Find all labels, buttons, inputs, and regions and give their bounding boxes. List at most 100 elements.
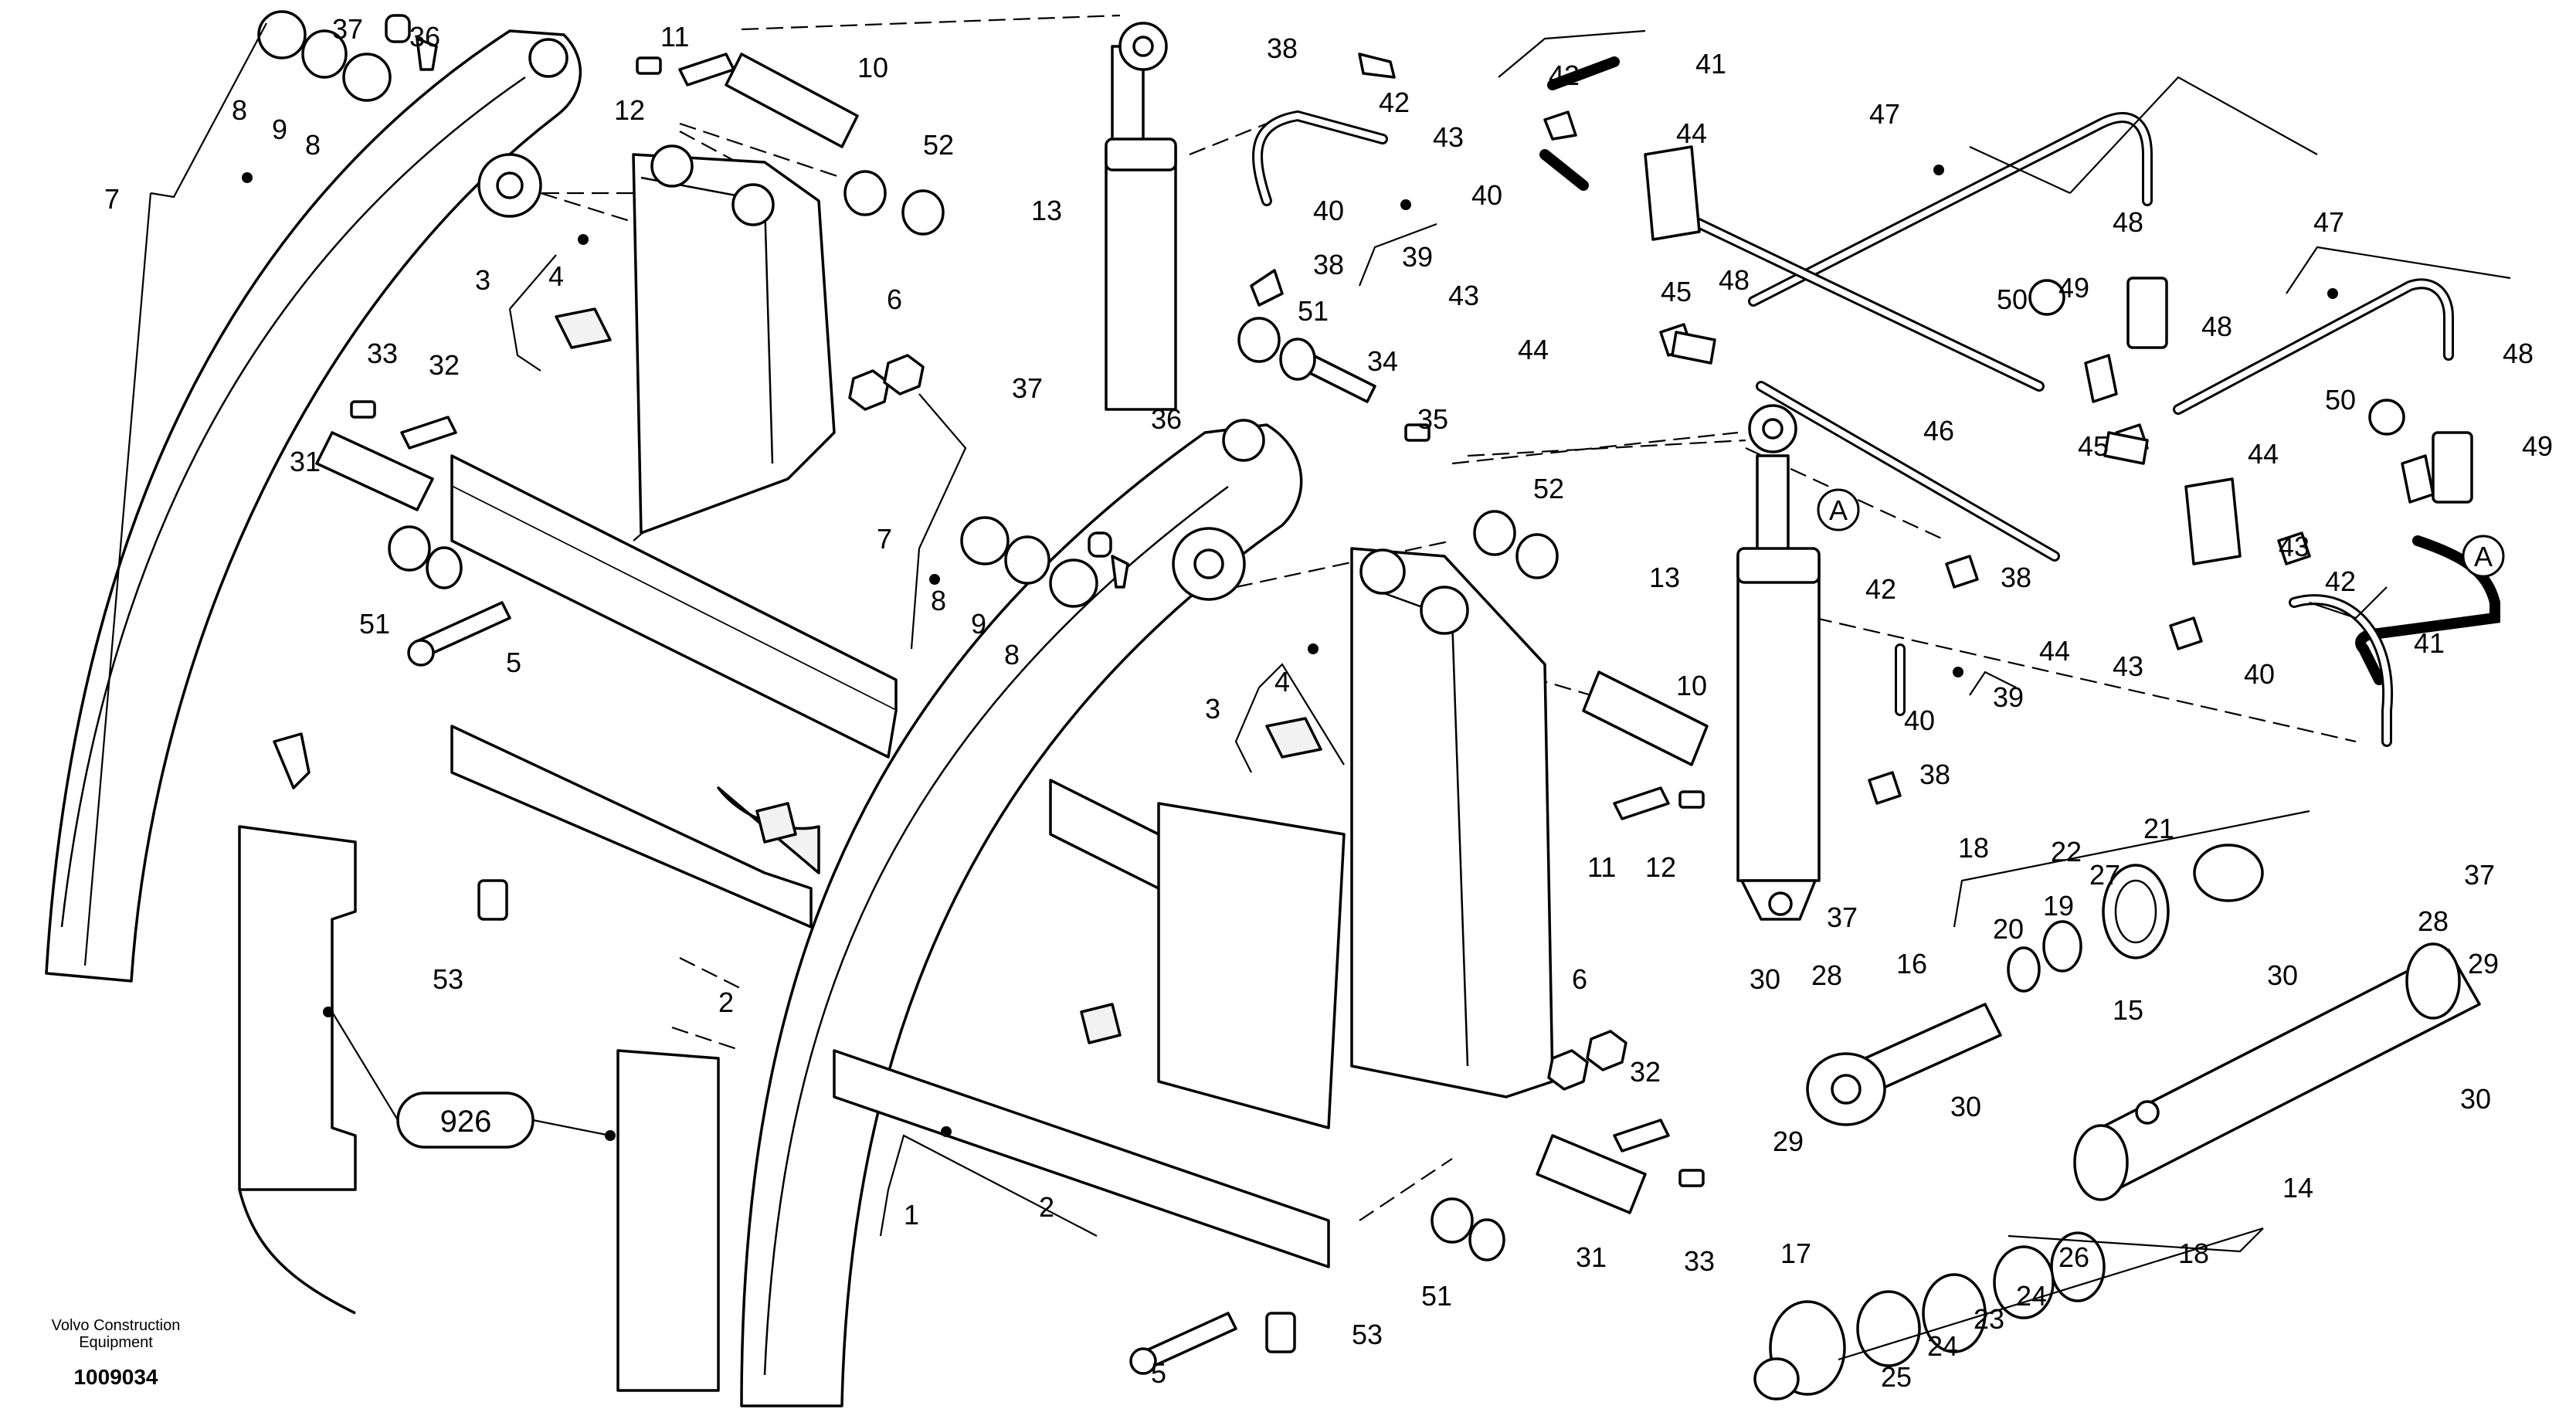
- callout-44: 44: [1676, 117, 1707, 149]
- callout-20: 20: [1993, 913, 2024, 945]
- callout-51: 51: [359, 608, 390, 640]
- callout-14: 14: [2282, 1172, 2313, 1204]
- callout-52: 52: [923, 129, 954, 161]
- callout-29: 29: [1773, 1126, 1804, 1157]
- callout-13: 13: [1649, 562, 1680, 593]
- callout-8: 8: [305, 129, 321, 161]
- callout-43: 43: [2279, 531, 2310, 562]
- callout-39: 39: [1993, 681, 2024, 713]
- callout-2: 2: [1039, 1191, 1054, 1223]
- callout-42: 42: [2325, 565, 2356, 597]
- callout-44: 44: [2039, 635, 2070, 667]
- callout-45: 45: [1661, 276, 1692, 307]
- callout-15: 15: [2113, 994, 2143, 1026]
- callout-4: 4: [1274, 666, 1290, 698]
- callout-3: 3: [475, 264, 490, 296]
- callout-49: 49: [2522, 430, 2553, 462]
- callout-17: 17: [1780, 1238, 1811, 1269]
- callout-30: 30: [1750, 963, 1780, 995]
- footer: Volvo Construction Equipment 1009034: [52, 1317, 181, 1389]
- left-upper-bracket: [632, 144, 836, 535]
- callout-38: 38: [1919, 759, 1950, 790]
- reference-box-926[interactable]: 926: [331, 1011, 611, 1149]
- connector-mark-a-left-label: A: [1829, 494, 1848, 526]
- callout-41: 41: [2414, 627, 2445, 659]
- callout-40: 40: [1904, 704, 1935, 736]
- callout-38: 38: [1313, 249, 1344, 280]
- right-lift-cylinder: [1736, 404, 1821, 921]
- connector-mark-a-right-label: A: [2474, 541, 2493, 572]
- callout-24: 24: [2016, 1280, 2047, 1312]
- callout-9: 9: [272, 114, 287, 145]
- callout-40: 40: [1313, 195, 1344, 226]
- callout-48: 48: [2503, 338, 2534, 369]
- callout-42: 42: [1549, 59, 1580, 91]
- callout-51: 51: [1421, 1280, 1452, 1312]
- callout-8: 8: [931, 585, 946, 616]
- brand-line-2: Equipment: [79, 1334, 153, 1351]
- callout-46: 46: [1923, 415, 1954, 446]
- callout-48: 48: [2201, 311, 2232, 342]
- small-hardware: [257, 10, 2473, 1375]
- callout-18: 18: [1958, 832, 1989, 864]
- callout-23: 23: [1974, 1303, 2004, 1335]
- callout-30: 30: [2460, 1083, 2491, 1115]
- callout-37: 37: [332, 13, 363, 45]
- callout-18: 18: [2178, 1238, 2209, 1269]
- connector-mark-a-right: A: [2462, 535, 2505, 578]
- callout-24: 24: [1927, 1330, 1958, 1362]
- callout-43: 43: [2113, 650, 2143, 682]
- callout-32: 32: [429, 349, 460, 381]
- callout-8: 8: [232, 94, 247, 126]
- callout-1: 1: [904, 1199, 919, 1231]
- piston-rod: [1806, 1003, 2002, 1126]
- callout-22: 22: [2051, 836, 2082, 867]
- callout-34: 34: [1367, 345, 1398, 377]
- central-carriage: [833, 779, 1346, 1268]
- callout-48: 48: [1719, 264, 1750, 296]
- callout-31: 31: [290, 446, 321, 477]
- callout-3: 3: [1205, 693, 1220, 725]
- callout-43: 43: [1448, 280, 1479, 311]
- callout-28: 28: [2418, 905, 2449, 937]
- callout-33: 33: [367, 338, 398, 369]
- left-carriage-rail: [450, 454, 898, 929]
- callout-6: 6: [887, 283, 902, 315]
- callout-51: 51: [1298, 295, 1329, 327]
- callout-labels: 1 2 2 3 3 4 4 5 5 6 6 7 7 8 8 8 8 9 9 10…: [104, 13, 2553, 1393]
- callout-37: 37: [1827, 901, 1858, 933]
- callout-47: 47: [2313, 206, 2344, 238]
- callout-47: 47: [1869, 98, 1900, 130]
- callout-8: 8: [1004, 639, 1020, 671]
- callout-53: 53: [1352, 1319, 1383, 1350]
- callout-13: 13: [1031, 195, 1062, 226]
- callout-9: 9: [971, 608, 986, 640]
- callout-11: 11: [1587, 851, 1616, 883]
- callout-28: 28: [1811, 959, 1842, 991]
- callout-37: 37: [2464, 859, 2495, 891]
- brand-line-1: Volvo Construction: [52, 1317, 181, 1334]
- central-lift-arm: [740, 419, 1303, 1407]
- callout-37: 37: [1012, 372, 1043, 404]
- left-lift-arm: [45, 29, 582, 983]
- tilt-cylinder: [2073, 942, 2481, 1201]
- left-lift-cylinder: [1105, 22, 1177, 411]
- callout-10: 10: [1676, 670, 1707, 701]
- callout-16: 16: [1896, 948, 1927, 980]
- callout-40: 40: [1471, 179, 1502, 211]
- callout-12: 12: [1645, 851, 1676, 883]
- callout-44: 44: [2248, 438, 2279, 470]
- callout-6: 6: [1572, 963, 1587, 995]
- callout-10: 10: [857, 52, 888, 83]
- callout-19: 19: [2043, 890, 2074, 922]
- callout-30: 30: [2267, 959, 2298, 991]
- callout-7: 7: [877, 523, 892, 555]
- callout-27: 27: [2089, 859, 2120, 891]
- reference-box-label: 926: [440, 1105, 492, 1139]
- hydraulic-hoses: [1252, 56, 2500, 747]
- drawing-number: 1009034: [73, 1365, 158, 1389]
- callout-41: 41: [1695, 48, 1726, 80]
- callout-39: 39: [1402, 241, 1433, 273]
- callout-26: 26: [2058, 1241, 2089, 1273]
